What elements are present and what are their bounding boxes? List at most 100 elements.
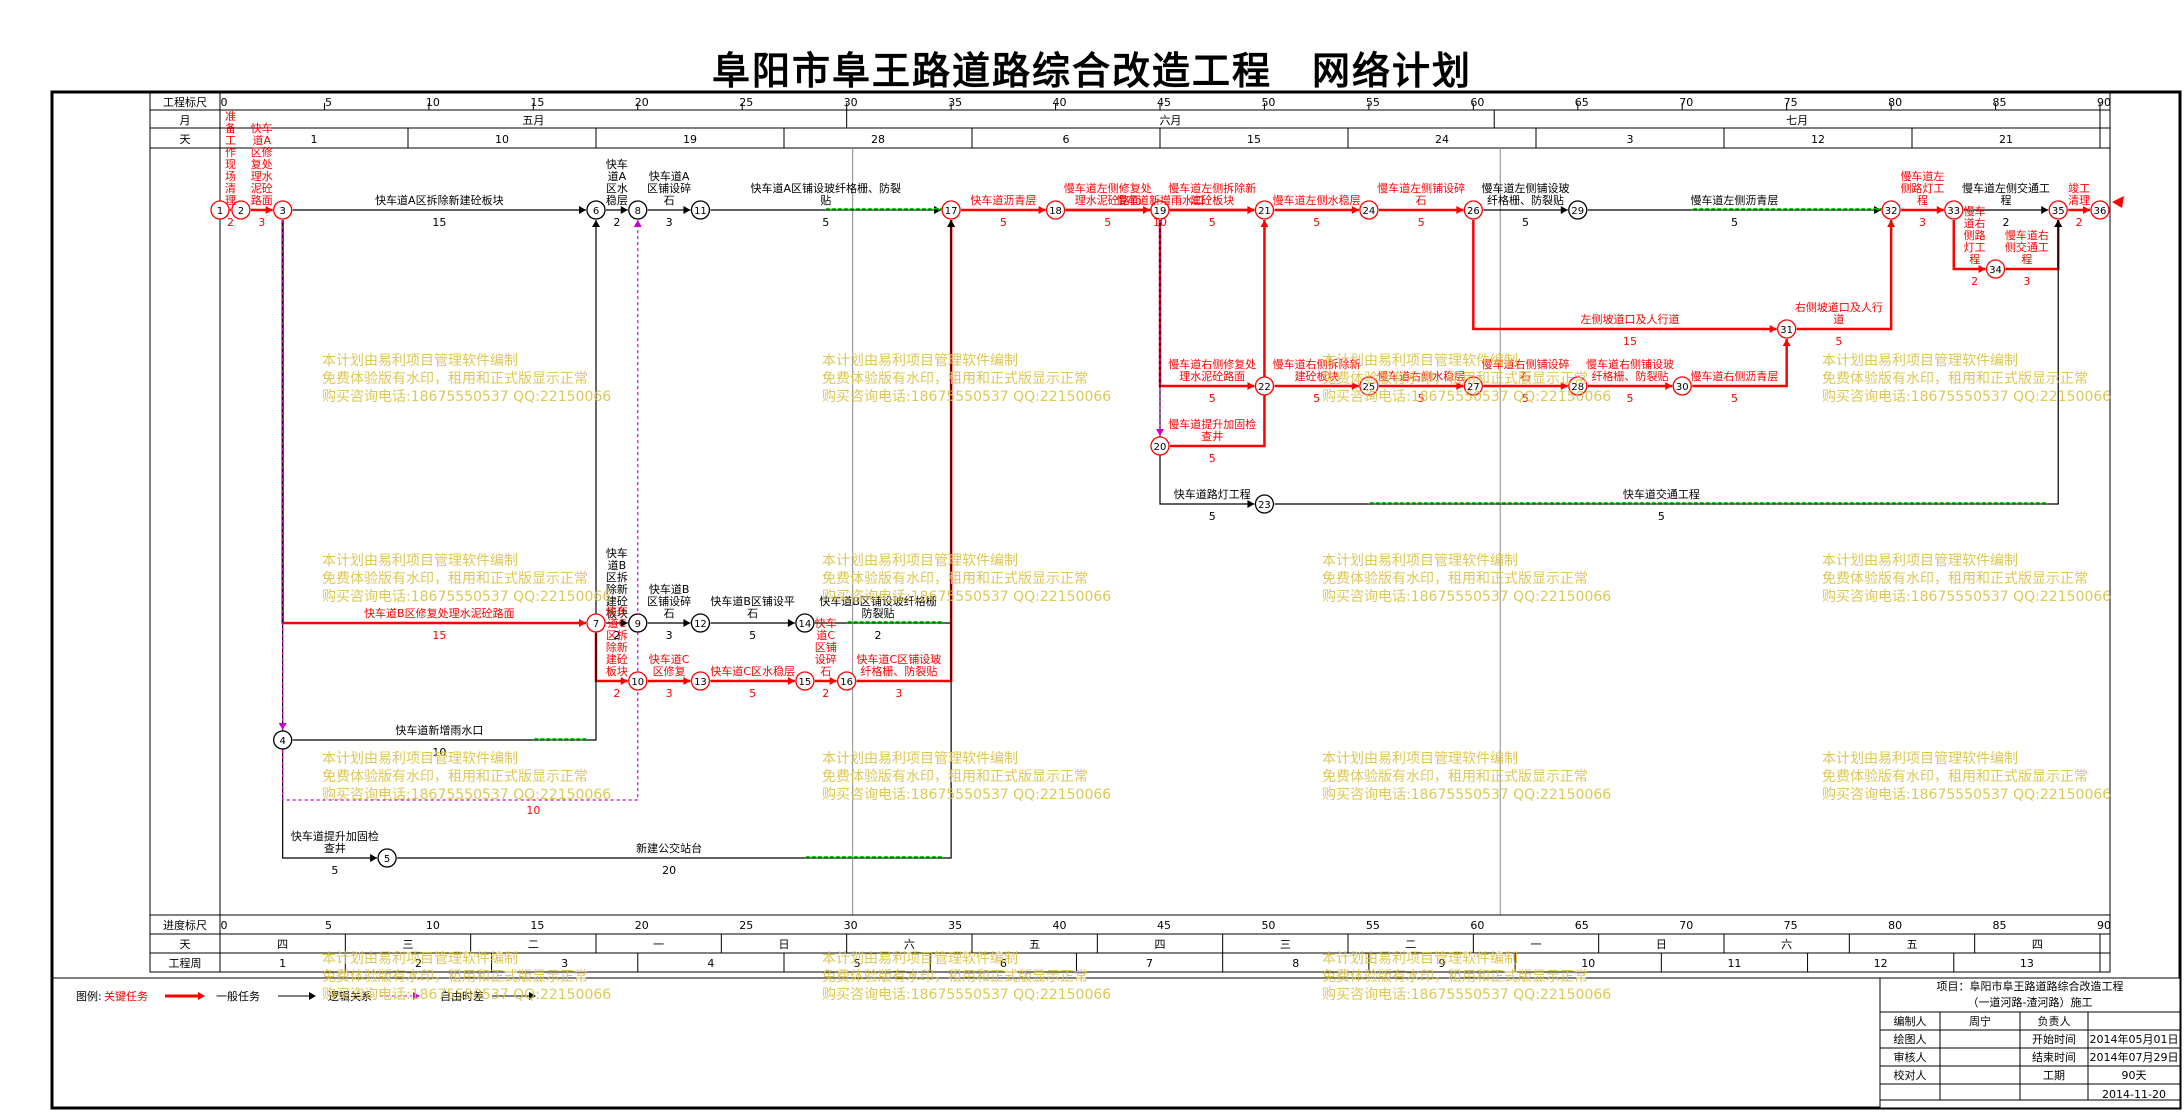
node-circle [1254,376,1275,396]
event-node: 32 [1881,200,1901,220]
activity-name: 贴 [820,193,831,207]
arrow-head [1978,265,1986,273]
month-name: 七月 [1786,114,1808,127]
node-number: 17 [945,206,958,217]
tick-label: 30 [844,96,858,109]
activity-name: 理 [225,194,236,207]
activity-name: 慢车道新增雨水口 [1116,193,1204,207]
free-float [1691,207,1885,211]
activity [1587,382,1673,390]
arrow-head [579,619,586,627]
weekday: 六 [1781,938,1792,951]
activity-name: 左侧坡道口及人行道 [1581,312,1680,326]
activity-name: 程 [2001,194,2012,207]
activity [1378,382,1464,390]
activity [292,220,600,741]
activity-name: 除新 [606,582,628,596]
day-mark: 3 [1627,133,1634,146]
arrow-head [198,992,205,1000]
node-number: 36 [2094,206,2107,217]
activity-duration: 3 [1919,216,1926,229]
activity-name: 理水 [251,170,273,183]
activity-duration: 15 [432,629,446,642]
node-number: 2 [238,206,244,217]
activity-line [1796,220,1893,331]
activity-name: 石 [747,607,758,620]
activity-line [1170,220,1266,448]
watermark-line: 免费体验版有水印，租用和正式版显示正常 [1322,769,1588,785]
tick-label-bottom: 0 [221,919,228,932]
free-float [532,737,588,741]
node-circle [941,200,961,220]
activity-duration: 5 [1209,452,1216,465]
tick-label: 15 [530,96,544,109]
legend-free-label: 自由时差 [440,989,484,1003]
day-mark: 24 [1435,133,1449,146]
activity [2068,206,2090,214]
watermark-line: 本计划由易利项目管理软件编制 [322,751,518,767]
watermark-line: 购买咨询电话:18675550537 QQ:22150066 [322,787,612,803]
activity-duration: 5 [1209,216,1216,229]
weekday: 一 [653,938,664,951]
logic-duration: 10 [526,804,540,817]
watermark-line: 本计划由易利项目管理软件编制 [822,353,1018,369]
node-number: 19 [1154,206,1167,217]
node-circle [795,613,815,633]
activity-name: 石 [664,607,675,620]
event-node: 24 [1359,200,1379,220]
legend-label: 图例: [76,989,102,1003]
node-number: 20 [1154,442,1167,453]
activity-name: 工 [225,134,236,147]
activity [250,206,273,214]
month-label: 月 [180,114,191,127]
node-circle [690,613,711,633]
node-circle [1985,259,2006,279]
free-float [846,620,944,624]
tick-label-bottom: 55 [1366,919,1380,932]
activity-duration: 2 [613,687,620,700]
activity-name: 慢车道左侧修复处 [1064,181,1152,195]
watermark: 本计划由易利项目管理软件编制免费体验版有水印，租用和正式版显示正常购买咨询电话:… [1322,950,1611,1004]
activity [1796,220,1896,331]
activity-name: 灯工 [1964,241,1986,254]
node-number: 8 [635,206,641,217]
activity-duration: 5 [331,864,338,877]
node-circle [273,730,293,750]
watermark-line: 免费体验版有水印，租用和正式版显示正常 [322,769,588,785]
activity-name: 程 [2021,253,2032,266]
watermark-line: 购买咨询电话:18675550537 QQ:22150066 [322,589,612,605]
legend-logic-label: 逻辑关系 [328,989,372,1003]
finish-flag-icon [2112,196,2124,208]
activity-line [292,220,597,741]
activity-duration: 3 [666,687,673,700]
tick-label: 45 [1157,96,1171,109]
activity-name: 快车道B区修复处理水泥砼路面 [364,606,515,620]
week-label: 工程周 [169,957,202,970]
watermark-line: 本计划由易利项目管理软件编制 [322,353,518,369]
event-node: 4 [273,730,293,750]
day-mark: 15 [1247,133,1261,146]
node-number: 34 [1989,265,2002,276]
node-circle [690,671,711,691]
arrow-head [1247,206,1255,214]
activity-name: 纤格栅、防裂贴 [1487,193,1564,207]
weekday: 四 [277,938,288,951]
arrow-head [309,992,316,1000]
watermark-line: 购买咨询电话:18675550537 QQ:22150066 [1822,589,2112,605]
arrow-head [1038,206,1046,214]
node-number: 3 [279,206,285,217]
node-number: 29 [1571,206,1584,217]
watermark-line: 本计划由易利项目管理软件编制 [1322,751,1518,767]
weekday: 六 [904,938,915,951]
activity-duration: 5 [1104,216,1111,229]
arrow-head [1351,206,1359,214]
activity-name: 道右 [1964,216,1986,230]
info-value: 90天 [2122,1069,2147,1082]
day-mark: 10 [495,133,509,146]
watermark-line: 本计划由易利项目管理软件编制 [822,751,1018,767]
free-float [804,855,944,859]
node-number: 24 [1363,206,1376,217]
event-node: 36 [2090,200,2110,220]
activity-name: 石 [820,665,831,678]
activity [292,206,586,214]
